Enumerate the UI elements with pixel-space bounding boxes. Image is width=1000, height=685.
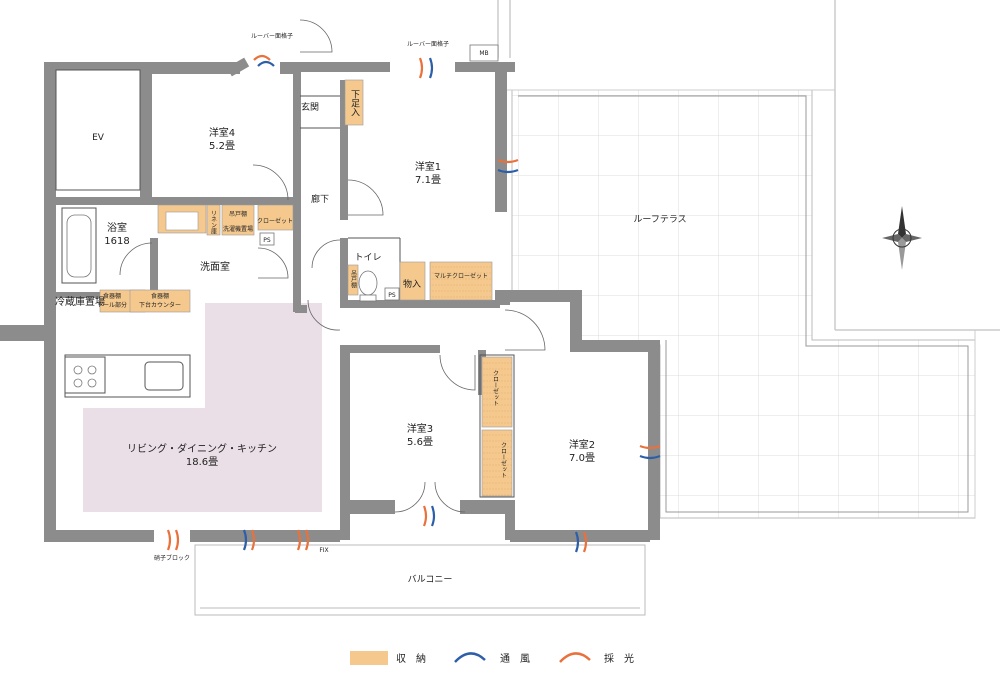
legend: 収 納 通 風 採 光: [350, 651, 634, 665]
linen-storage: [206, 204, 221, 236]
closet3-label: クローゼット: [492, 370, 499, 406]
multi-closet-label: マルチクローゼット: [434, 272, 488, 280]
bathroom-name: 浴室: [107, 221, 127, 234]
ldk-size: 18.6畳: [186, 456, 218, 468]
pantry2-name: 食器棚: [151, 292, 169, 300]
mb-label: MB: [479, 50, 488, 57]
bedroom1-name: 洋室1: [415, 160, 441, 173]
ldk-highlight: [83, 303, 322, 512]
legend-storage-label: 収 納: [396, 652, 426, 665]
ldk-name: リビング・ダイニング・キッチン: [127, 442, 277, 455]
compass-icon: [882, 206, 922, 270]
legend-daylight-label: 採 光: [604, 652, 634, 665]
pantry1-name: 食器棚: [103, 292, 121, 300]
louver-grille-2: ルーバー面格子: [407, 40, 449, 48]
closet-bedroom3: [481, 356, 513, 428]
ps-label-2: PS: [388, 292, 396, 299]
shoe-closet: [344, 79, 364, 126]
corridor-label: 廊下: [311, 193, 329, 205]
washroom-label: 洗面室: [200, 260, 230, 273]
linen-label: リネン庫: [210, 210, 217, 235]
small-closet-label: クローゼット: [257, 217, 293, 225]
storage-areas: [99, 79, 513, 497]
toilet-shelf-label: 吊戸棚: [350, 270, 357, 289]
bedroom4-name: 洋室4: [209, 126, 235, 139]
interior-lines: [55, 69, 515, 498]
balcony: [194, 544, 646, 616]
balcony-label: バルコニー: [408, 574, 453, 585]
ps-label-1: PS: [263, 237, 271, 244]
pantry2-sub: 下台カウンター: [139, 301, 181, 309]
pantry1-sub: トール部分: [97, 301, 127, 309]
toilet-shelf: [347, 264, 359, 296]
bathroom-size: 1618: [104, 236, 129, 247]
airflow-markers: [166, 54, 661, 553]
louver-grille-1: ルーバー面格子: [251, 32, 293, 40]
fridge-label: 冷蔵庫置場: [55, 295, 105, 308]
bedroom1-size: 7.1畳: [415, 174, 441, 186]
bedroom2-name: 洋室2: [569, 438, 595, 451]
washer-shelf-label: 洗濯機置場: [223, 225, 253, 233]
hanging-shelf: [221, 204, 255, 236]
fixtures: [66, 44, 499, 388]
legend-storage-swatch: [350, 651, 388, 665]
fix-label: FIX: [319, 547, 328, 554]
bedroom3-name: 洋室3: [407, 422, 433, 435]
shoe-closet-label: 下足入: [349, 90, 360, 117]
doors: [119, 19, 546, 513]
bedroom3-size: 5.6畳: [407, 436, 433, 448]
pantry-counter: [129, 289, 191, 313]
hanging-shelf-label: 吊戸棚: [229, 210, 247, 218]
entrance-label: 玄関: [301, 101, 319, 113]
small-closet: [257, 204, 294, 231]
legend-daylight-icon: [559, 652, 591, 663]
roof-terrace-label: ルーフテラス: [633, 214, 686, 225]
bedroom4-size: 5.2畳: [209, 140, 235, 152]
multi-closet: [429, 261, 493, 301]
closet-bedroom2: [481, 429, 513, 497]
toilet-label: トイレ: [354, 253, 381, 263]
ev-label: EV: [92, 133, 105, 143]
bedroom2-size: 7.0畳: [569, 452, 595, 464]
storage-label: 物入: [403, 278, 421, 290]
legend-ventilation-icon: [454, 652, 486, 663]
closet2-label: クローゼット: [500, 442, 507, 478]
legend-ventilation-label: 通 風: [500, 653, 530, 665]
glass-block-label: 硝子ブロック: [154, 554, 190, 562]
storage-room: [399, 261, 426, 301]
